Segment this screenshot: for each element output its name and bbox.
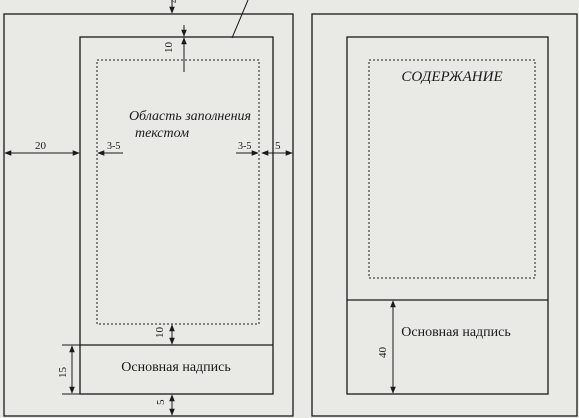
left-sheet-leader: [231, 0, 249, 39]
left-sheet-outer-border: [3, 13, 294, 417]
dim-top-partial-label: 4: [168, 0, 180, 3]
dim-right-gap-label: 3-5: [238, 141, 251, 152]
left-sheet-frame: [79, 36, 274, 395]
dim-left-gap-label: 3-5: [107, 141, 120, 152]
dim-right-title-height-label: 40: [377, 347, 389, 359]
dim-left-margin-label: 20: [35, 140, 47, 152]
contents-heading: СОДЕРЖАНИЕ: [401, 69, 502, 85]
dim-top-inner-label: 10: [163, 42, 175, 54]
dim-right-margin-label: 5: [275, 140, 281, 152]
dim-title-height-label: 15: [57, 367, 69, 379]
right-title-block-label: Основная надпись: [401, 325, 510, 340]
text-area-label-line-1: Область заполнения: [129, 109, 251, 124]
right-sheet: [311, 13, 578, 417]
left-sheet: [3, 0, 294, 417]
dim-bottom-margin-label: 5: [155, 399, 167, 405]
dim-bottom-gap-label: 10: [154, 327, 166, 339]
text-area-label-line-2: текстом: [135, 126, 189, 141]
right-sheet-frame: [346, 36, 549, 395]
left-title-block-label: Основная надпись: [121, 360, 230, 375]
left-text-area: [96, 59, 260, 325]
right-content-area: [368, 59, 536, 279]
right-sheet-outer-border: [311, 13, 578, 417]
